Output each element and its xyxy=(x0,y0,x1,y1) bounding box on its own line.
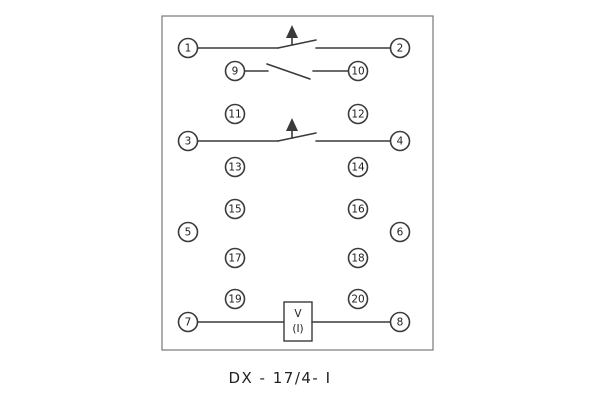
coil-label-i: (I) xyxy=(292,323,303,335)
terminal-19: 19 xyxy=(224,288,246,310)
terminal-6: 6 xyxy=(389,221,411,243)
terminal-4: 4 xyxy=(389,130,411,152)
terminal-circle xyxy=(224,103,246,125)
terminal-circle xyxy=(224,288,246,310)
terminal-1: 1 xyxy=(177,37,199,59)
coil-label-v: V xyxy=(294,308,302,320)
terminal-circle xyxy=(389,311,411,333)
terminal-circle xyxy=(389,221,411,243)
terminal-number: 19 xyxy=(228,294,241,306)
terminal-circle xyxy=(347,198,369,220)
terminal-number: 2 xyxy=(397,43,404,55)
terminal-circle xyxy=(224,156,246,178)
terminal-number: 1 xyxy=(185,43,192,55)
terminal-circle xyxy=(177,130,199,152)
contact-flag-icon-3-4 xyxy=(286,118,298,131)
terminal-circle xyxy=(224,198,246,220)
terminal-number: 16 xyxy=(351,204,365,216)
terminal-5: 5 xyxy=(177,221,199,243)
contact-blade-9-10 xyxy=(266,63,311,80)
terminal-9: 9 xyxy=(224,60,246,82)
terminal-number: 11 xyxy=(228,109,241,121)
terminal-circle xyxy=(389,37,411,59)
terminal-3: 3 xyxy=(177,130,199,152)
terminal-circle xyxy=(347,288,369,310)
terminal-circle xyxy=(347,60,369,82)
terminal-20: 20 xyxy=(347,288,369,310)
terminal-17: 17 xyxy=(224,247,246,269)
terminal-circle xyxy=(389,130,411,152)
terminal-14: 14 xyxy=(347,156,369,178)
diagram-border xyxy=(161,15,434,351)
terminal-circle xyxy=(347,156,369,178)
terminal-number: 4 xyxy=(397,136,404,148)
terminal-10: 10 xyxy=(347,60,369,82)
terminal-circle xyxy=(224,60,246,82)
terminal-11: 11 xyxy=(224,103,246,125)
terminal-number: 5 xyxy=(185,227,192,239)
terminal-number: 7 xyxy=(185,317,192,329)
terminal-circle xyxy=(347,247,369,269)
terminal-number: 8 xyxy=(397,317,404,329)
terminal-number: 13 xyxy=(228,162,241,174)
terminal-circle xyxy=(177,221,199,243)
terminal-8: 8 xyxy=(389,311,411,333)
terminal-12: 12 xyxy=(347,103,369,125)
terminal-number: 6 xyxy=(397,227,404,239)
terminal-number: 12 xyxy=(351,109,364,121)
terminal-number: 3 xyxy=(185,136,192,148)
terminal-circle xyxy=(177,37,199,59)
contact-flag-icon-1-2 xyxy=(286,25,298,38)
contact-blade-1-2 xyxy=(277,39,317,49)
terminal-2: 2 xyxy=(389,37,411,59)
terminal-number: 18 xyxy=(351,253,364,265)
terminal-number: 17 xyxy=(228,253,241,265)
terminal-16: 16 xyxy=(347,198,369,220)
terminal-number: 15 xyxy=(228,204,241,216)
terminal-number: 10 xyxy=(351,66,364,78)
terminal-number: 20 xyxy=(351,294,364,306)
terminal-circle xyxy=(177,311,199,333)
terminal-number: 14 xyxy=(351,162,365,174)
terminal-13: 13 xyxy=(224,156,246,178)
contact-blade-3-4 xyxy=(277,132,317,142)
model-caption: DX - 17/4- I xyxy=(228,369,331,387)
terminal-18: 18 xyxy=(347,247,369,269)
terminal-number: 9 xyxy=(232,66,239,78)
terminal-circle xyxy=(347,103,369,125)
terminal-circle xyxy=(224,247,246,269)
terminal-7: 7 xyxy=(177,311,199,333)
terminal-15: 15 xyxy=(224,198,246,220)
